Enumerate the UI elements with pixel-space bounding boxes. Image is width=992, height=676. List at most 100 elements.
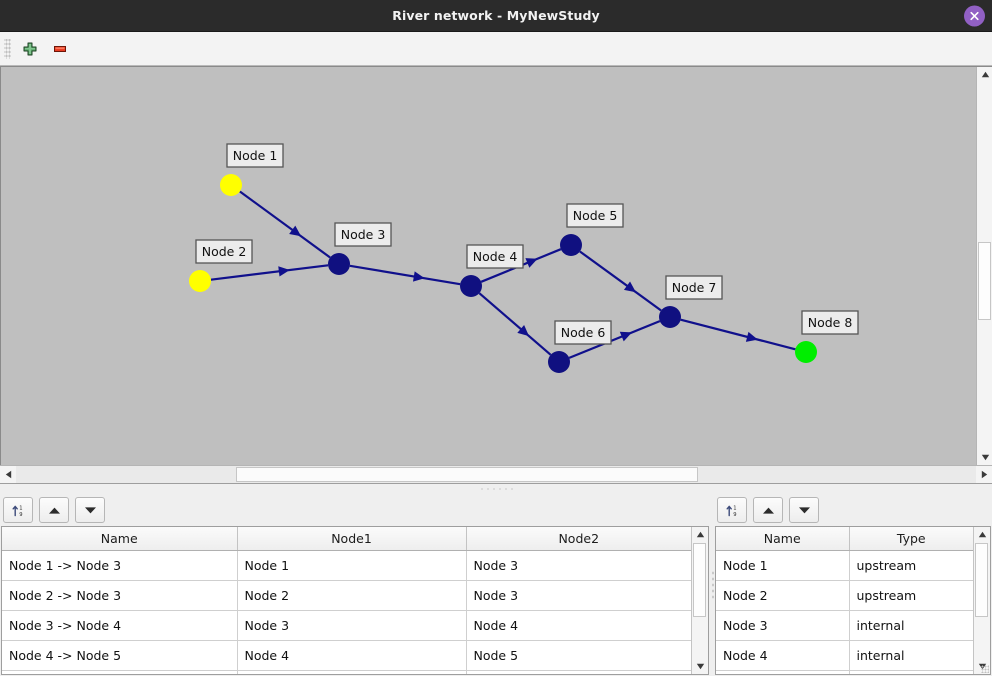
column-header-node1[interactable]: Node1	[237, 527, 467, 551]
nodes-move-up-button[interactable]	[753, 497, 783, 523]
node-label-text: Node 8	[808, 315, 853, 330]
table-cell[interactable]: internal	[849, 640, 973, 671]
table-cell[interactable]: Node 5	[466, 640, 691, 671]
edge-n6-n7[interactable]	[568, 320, 661, 359]
table-cell[interactable]: Node 2	[716, 580, 850, 611]
canvas-horizontal-scroll-track[interactable]	[16, 466, 976, 483]
nodes-table-scroll-thumb[interactable]	[975, 543, 988, 617]
reaches-table-vertical-scrollbar[interactable]	[691, 527, 708, 674]
node-marker[interactable]	[548, 351, 570, 373]
node-marker[interactable]	[328, 253, 350, 275]
horizontal-splitter[interactable]	[0, 483, 992, 494]
table-cell[interactable]: Node 3 -> Node 4	[2, 610, 238, 641]
node-marker[interactable]	[659, 306, 681, 328]
column-header-name[interactable]: Name	[716, 527, 850, 551]
node-marker[interactable]	[189, 270, 211, 292]
reaches-scroll-down-button[interactable]	[692, 659, 708, 674]
add-node-button[interactable]	[15, 35, 45, 63]
reaches-table-scroll-thumb[interactable]	[693, 543, 706, 617]
table-cell[interactable]: Node 3	[466, 580, 691, 611]
canvas-horizontal-scroll-thumb[interactable]	[236, 467, 698, 482]
table-cell[interactable]: upstream	[849, 550, 973, 581]
table-cell[interactable]: Node 3	[716, 610, 850, 641]
node-label-text: Node 5	[573, 208, 618, 223]
vertical-splitter[interactable]	[710, 494, 714, 676]
node-label-n6[interactable]: Node 6	[554, 320, 612, 345]
node-marker[interactable]	[460, 275, 482, 297]
canvas-scroll-left-button[interactable]	[0, 466, 16, 483]
node-n6[interactable]	[548, 351, 570, 373]
edge-n4-n6[interactable]	[478, 292, 552, 356]
node-label-n1[interactable]: Node 1	[226, 143, 284, 168]
table-cell[interactable]: Node 4	[237, 640, 467, 671]
table-cell[interactable]: Node 1	[237, 550, 467, 581]
edge-n7-n8[interactable]	[680, 318, 796, 351]
edge-n3-n4[interactable]	[349, 264, 461, 286]
close-button[interactable]	[964, 5, 985, 26]
nodes-table-vertical-scrollbar[interactable]	[973, 527, 990, 674]
nodes-scroll-up-button[interactable]	[974, 527, 990, 542]
column-header-type[interactable]: Type	[849, 527, 973, 551]
move-down-icon	[84, 506, 96, 513]
node-label-n7[interactable]: Node 7	[665, 275, 723, 300]
reaches-scroll-up-button[interactable]	[692, 527, 708, 542]
table-cell[interactable]: Node 2 -> Node 3	[2, 580, 238, 611]
table-cell[interactable]: Node 4 -> Node 5	[2, 640, 238, 671]
canvas-horizontal-scrollbar[interactable]	[0, 465, 992, 483]
node-marker[interactable]	[560, 234, 582, 256]
nodes-sort-button[interactable]: 1 9	[717, 497, 747, 523]
node-n8[interactable]	[795, 341, 817, 363]
node-label-n5[interactable]: Node 5	[566, 203, 624, 228]
edge-n2-n3[interactable]	[210, 264, 329, 281]
table-cell[interactable]: Node 4	[716, 640, 850, 671]
node-label-n3[interactable]: Node 3	[334, 222, 392, 247]
node-n3[interactable]	[328, 253, 350, 275]
node-n5[interactable]	[560, 234, 582, 256]
table-cell[interactable]: Node 1 -> Node 3	[2, 550, 238, 581]
resize-grip-icon[interactable]	[981, 665, 989, 673]
nodes-move-down-button[interactable]	[789, 497, 819, 523]
table-cell[interactable]: internal	[849, 610, 973, 641]
column-header-node2[interactable]: Node2	[466, 527, 691, 551]
node-label-n8[interactable]: Node 8	[801, 310, 859, 335]
table-cell[interactable]: upstream	[849, 580, 973, 611]
table-cell[interactable]: Node 1	[716, 550, 850, 581]
node-n1[interactable]	[220, 174, 242, 196]
node-marker[interactable]	[795, 341, 817, 363]
node-label-n4[interactable]: Node 4	[466, 244, 524, 269]
canvas-vertical-scroll-thumb[interactable]	[978, 242, 991, 320]
table-cell[interactable]: Node 2	[237, 580, 467, 611]
node-n2[interactable]	[189, 270, 211, 292]
node-marker[interactable]	[220, 174, 242, 196]
canvas-scroll-up-button[interactable]	[977, 67, 992, 82]
canvas-scroll-right-button[interactable]	[976, 466, 992, 483]
node-label-box	[226, 143, 284, 168]
remove-node-button[interactable]	[45, 35, 75, 63]
table-cell[interactable]: Node 3	[237, 610, 467, 641]
edge-n1-n3[interactable]	[239, 190, 331, 259]
table-cell[interactable]: Node 3	[466, 550, 691, 581]
canvas-scroll-down-button[interactable]	[977, 450, 992, 465]
node-n7[interactable]	[659, 306, 681, 328]
edge-n5-n7[interactable]	[579, 250, 662, 312]
node-label-n2[interactable]: Node 2	[195, 239, 253, 264]
node-label-text: Node 3	[341, 227, 386, 242]
reaches-move-up-button[interactable]	[39, 497, 69, 523]
reaches-move-down-button[interactable]	[75, 497, 105, 523]
table-cell[interactable]: Node 4	[466, 610, 691, 641]
column-header-name[interactable]: Name	[2, 527, 238, 551]
reaches-sort-button[interactable]: 1 9	[3, 497, 33, 523]
edge-arrowhead-icon	[278, 266, 290, 277]
node-n4[interactable]	[460, 275, 482, 297]
canvas-vertical-scrollbar[interactable]	[976, 67, 992, 465]
toolbar-drag-handle[interactable]	[4, 38, 11, 59]
network-canvas[interactable]: Node 1 Node 2 Node 3 Node 4 Node 5 Node 6 Node…	[0, 66, 992, 465]
